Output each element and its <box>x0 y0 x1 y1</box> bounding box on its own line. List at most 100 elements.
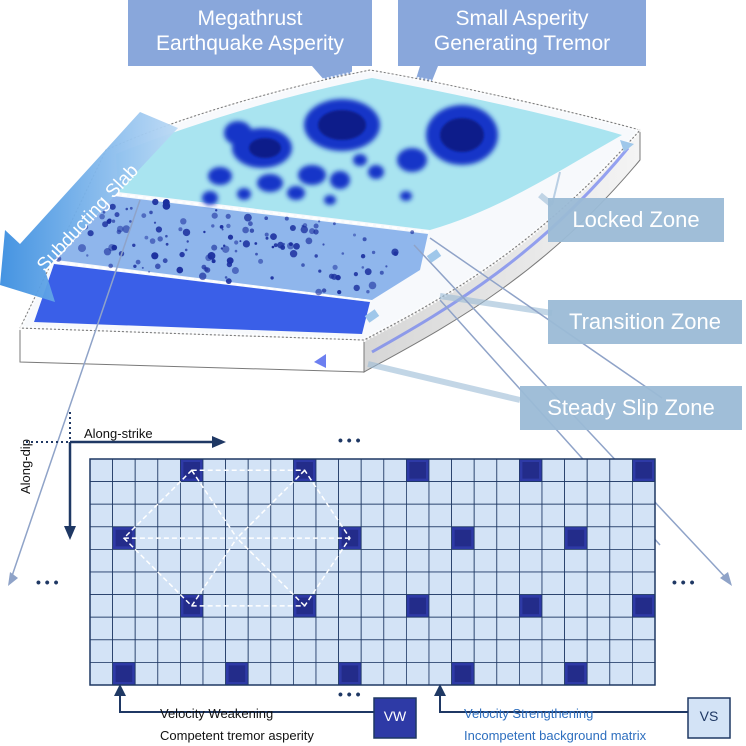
grid-cell-vs <box>541 481 566 505</box>
tremor-dot <box>222 245 230 253</box>
grid-cell-vs <box>541 616 566 641</box>
grid-cell-vs <box>89 526 114 550</box>
tremor-dot <box>211 244 218 251</box>
tremor-dot <box>211 259 216 264</box>
tremor-dot <box>337 290 342 295</box>
grid-cell-vs <box>586 458 611 483</box>
tremor-dot <box>186 240 189 243</box>
grid-cell-vs <box>157 549 181 573</box>
grid-cell-vs <box>519 639 543 663</box>
tremor-dot <box>152 198 159 206</box>
tremor-dot <box>315 288 323 296</box>
grid-cell-vs <box>202 549 227 573</box>
grid-cell-vs <box>632 616 656 641</box>
tremor-dot <box>178 227 183 232</box>
grid-cell-vs <box>360 526 385 550</box>
grid-cell-vs <box>632 503 656 528</box>
tremor-dot <box>242 240 250 248</box>
tremor-dot <box>211 224 215 228</box>
tremor-dot <box>313 223 319 229</box>
vs-legend-title: Velocity Strengthening <box>464 706 594 721</box>
tremor-dot <box>353 272 358 277</box>
grid-cell-vs <box>89 458 114 483</box>
grid-cell-vs <box>134 526 159 550</box>
asperity-grid <box>89 458 656 686</box>
grid-cell-vs <box>179 616 204 641</box>
grid-cell-vs <box>89 571 114 596</box>
tremor-dot <box>333 222 336 226</box>
surface-rim <box>16 67 644 343</box>
tremor-dot <box>300 225 308 234</box>
grid-cell-vs <box>451 549 475 573</box>
small-asperity-callout-line2: Generating Tremor <box>433 32 611 56</box>
grid-cell-vs <box>338 549 362 573</box>
tremor-dot <box>221 228 224 231</box>
grid-cell-vw-core <box>454 529 472 547</box>
grid-cell-vs <box>89 549 114 573</box>
along-strike-label: Along-strike <box>84 426 153 441</box>
grid-cell-vs <box>112 549 136 573</box>
tremor-dot <box>165 234 168 238</box>
grid-cell-vs <box>451 503 475 528</box>
tremor-dot <box>234 249 238 253</box>
tremor-dot <box>385 265 388 268</box>
grid-cell-vs <box>270 639 294 663</box>
tremor-dot <box>249 228 255 233</box>
tremor-dot <box>157 236 163 242</box>
grid-cell-vs <box>338 503 362 528</box>
grid-cell-vs <box>405 639 430 663</box>
grid-cell-vs <box>202 662 227 686</box>
tremor-dot <box>215 209 218 212</box>
tremor-dot <box>109 203 116 210</box>
grid-cell-vs <box>202 639 227 663</box>
tremor-dot <box>364 268 372 276</box>
grid-cell-vs <box>157 503 181 528</box>
grid-cell-vs <box>134 662 159 686</box>
tremor-dot <box>289 225 296 231</box>
grid-cell-vs <box>609 458 633 483</box>
grid-cell-vs <box>428 571 453 596</box>
grid-cell-vs <box>496 549 520 573</box>
grid-cell-vs <box>586 481 611 505</box>
tremor-dot <box>284 216 289 221</box>
grid-cell-vs <box>157 616 181 641</box>
grid-cell-vs <box>428 549 453 573</box>
grid-cell-vs <box>315 526 340 550</box>
ellipsis-top: • • • <box>338 432 361 448</box>
grid-cell-vs <box>519 616 543 641</box>
grid-cell-vs <box>405 662 430 686</box>
tremor-dot <box>155 226 162 233</box>
grid-cell-vs <box>586 571 611 596</box>
grid-cell-vs <box>157 662 181 686</box>
tremor-dot <box>141 213 147 219</box>
tremor-dot <box>353 233 356 237</box>
tremor-dot <box>282 242 286 246</box>
tremor-dot <box>273 243 278 248</box>
grid-cell-vs <box>157 458 181 483</box>
grid-cell-vs <box>89 662 114 686</box>
tremor-dot <box>341 252 345 255</box>
tremor-dot <box>132 243 136 247</box>
tremor-dot <box>111 219 116 223</box>
grid-cell-vs <box>292 639 317 663</box>
grid-axes <box>26 412 226 540</box>
grid-cell-vs <box>428 458 453 483</box>
tremor-dot <box>148 270 151 273</box>
grid-cell-vs <box>519 549 543 573</box>
grid-cell-vs <box>632 481 656 505</box>
grid-cell-vs <box>292 503 317 528</box>
grid-cell-vs <box>360 662 385 686</box>
tremor-dot <box>322 243 325 246</box>
grid-cell-vs <box>89 639 114 663</box>
grid-cell-vs <box>632 662 656 686</box>
slab-side-slip-line <box>371 147 630 354</box>
grid-cell-vs <box>338 616 362 641</box>
grid-cell-vs <box>338 639 362 663</box>
grid-cell-vw-core <box>454 665 472 682</box>
grid-cell-vs <box>405 549 430 573</box>
grid-cell-vs <box>292 616 317 641</box>
tremor-dot <box>220 247 223 250</box>
grid-cell-vs <box>496 571 520 596</box>
tremor-dot <box>151 252 159 260</box>
